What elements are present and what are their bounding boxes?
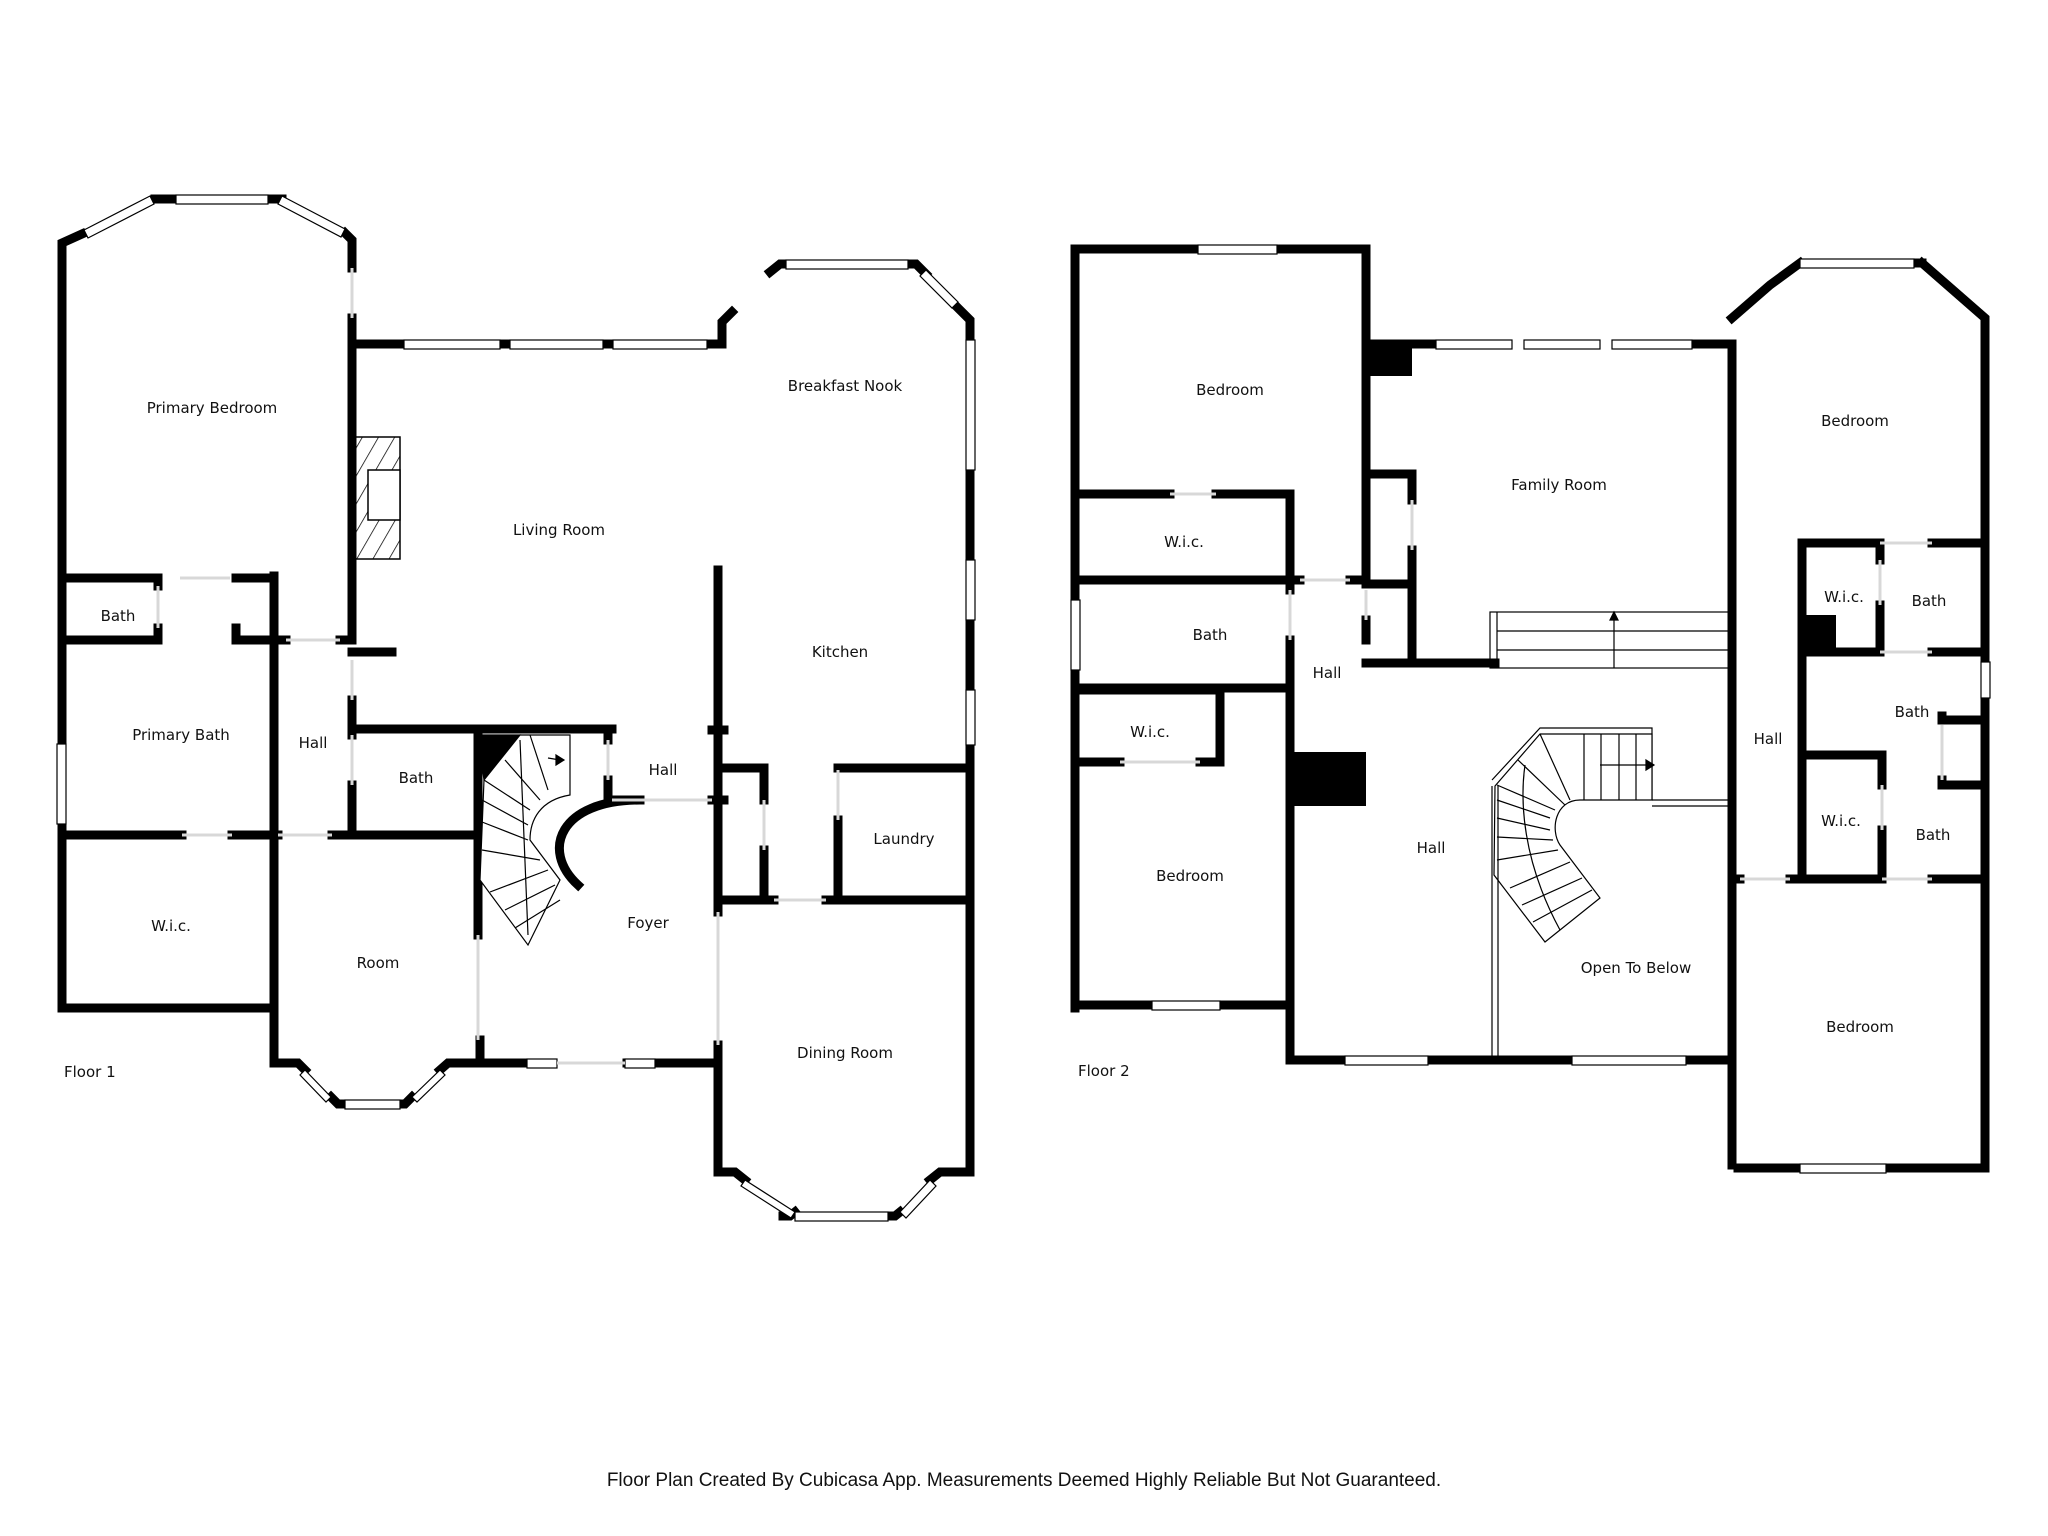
room-label-dining-room: Dining Room <box>797 1044 893 1062</box>
disclaimer-text: Floor Plan Created By Cubicasa App. Meas… <box>606 1470 1442 1491</box>
room-label-family-room: Family Room <box>1511 476 1607 494</box>
room-label-hall: Hall <box>1416 839 1446 857</box>
room-label-room: Room <box>356 954 400 972</box>
room-label-bath: Bath <box>1894 703 1930 721</box>
room-label-bath: Bath <box>1192 626 1228 644</box>
room-label-primary-bedroom: Primary Bedroom <box>146 399 278 417</box>
room-label-bedroom: Bedroom <box>1156 867 1224 885</box>
floor-2-windows <box>1070 244 1991 1174</box>
room-label-bath: Bath <box>1915 826 1951 844</box>
room-label-wic: W.i.c. <box>151 917 191 935</box>
room-label-foyer: Foyer <box>627 914 669 932</box>
room-label-open-to-below: Open To Below <box>1580 959 1692 977</box>
floor-1-staircase <box>477 734 571 947</box>
floor-1-label: Floor 1 <box>64 1063 116 1081</box>
room-label-living-room: Living Room <box>512 521 606 539</box>
room-label-kitchen: Kitchen <box>811 643 869 661</box>
room-label-bedroom: Bedroom <box>1826 1018 1894 1036</box>
room-label-primary-bath: Primary Bath <box>132 726 230 744</box>
room-label-bath: Bath <box>1911 592 1947 610</box>
floor-2-curved-stair <box>1491 727 1732 1060</box>
room-label-hall: Hall <box>648 761 678 779</box>
floor-1-walls <box>57 194 975 1221</box>
door-openings <box>156 268 1944 1065</box>
room-label-laundry: Laundry <box>873 830 935 848</box>
fireplace-icon <box>353 436 401 560</box>
room-label-bath: Bath <box>100 607 136 625</box>
room-label-hall: Hall <box>298 734 328 752</box>
room-label-breakfast-nook: Breakfast Nook <box>787 377 903 395</box>
room-label-bath: Bath <box>398 769 434 787</box>
room-label-bedroom: Bedroom <box>1821 412 1889 430</box>
floor-1-windows <box>56 194 976 1222</box>
room-label-hall: Hall <box>1312 664 1342 682</box>
room-label-wic: W.i.c. <box>1164 533 1204 551</box>
room-label-wic: W.i.c. <box>1821 812 1861 830</box>
room-label-bedroom: Bedroom <box>1196 381 1264 399</box>
room-label-wic: W.i.c. <box>1130 723 1170 741</box>
floor-2-walls <box>1070 244 1990 1173</box>
floor-2-straight-stair <box>1489 610 1733 669</box>
floor-2-label: Floor 2 <box>1078 1062 1130 1080</box>
room-label-hall: Hall <box>1753 730 1783 748</box>
room-label-wic: W.i.c. <box>1824 588 1864 606</box>
